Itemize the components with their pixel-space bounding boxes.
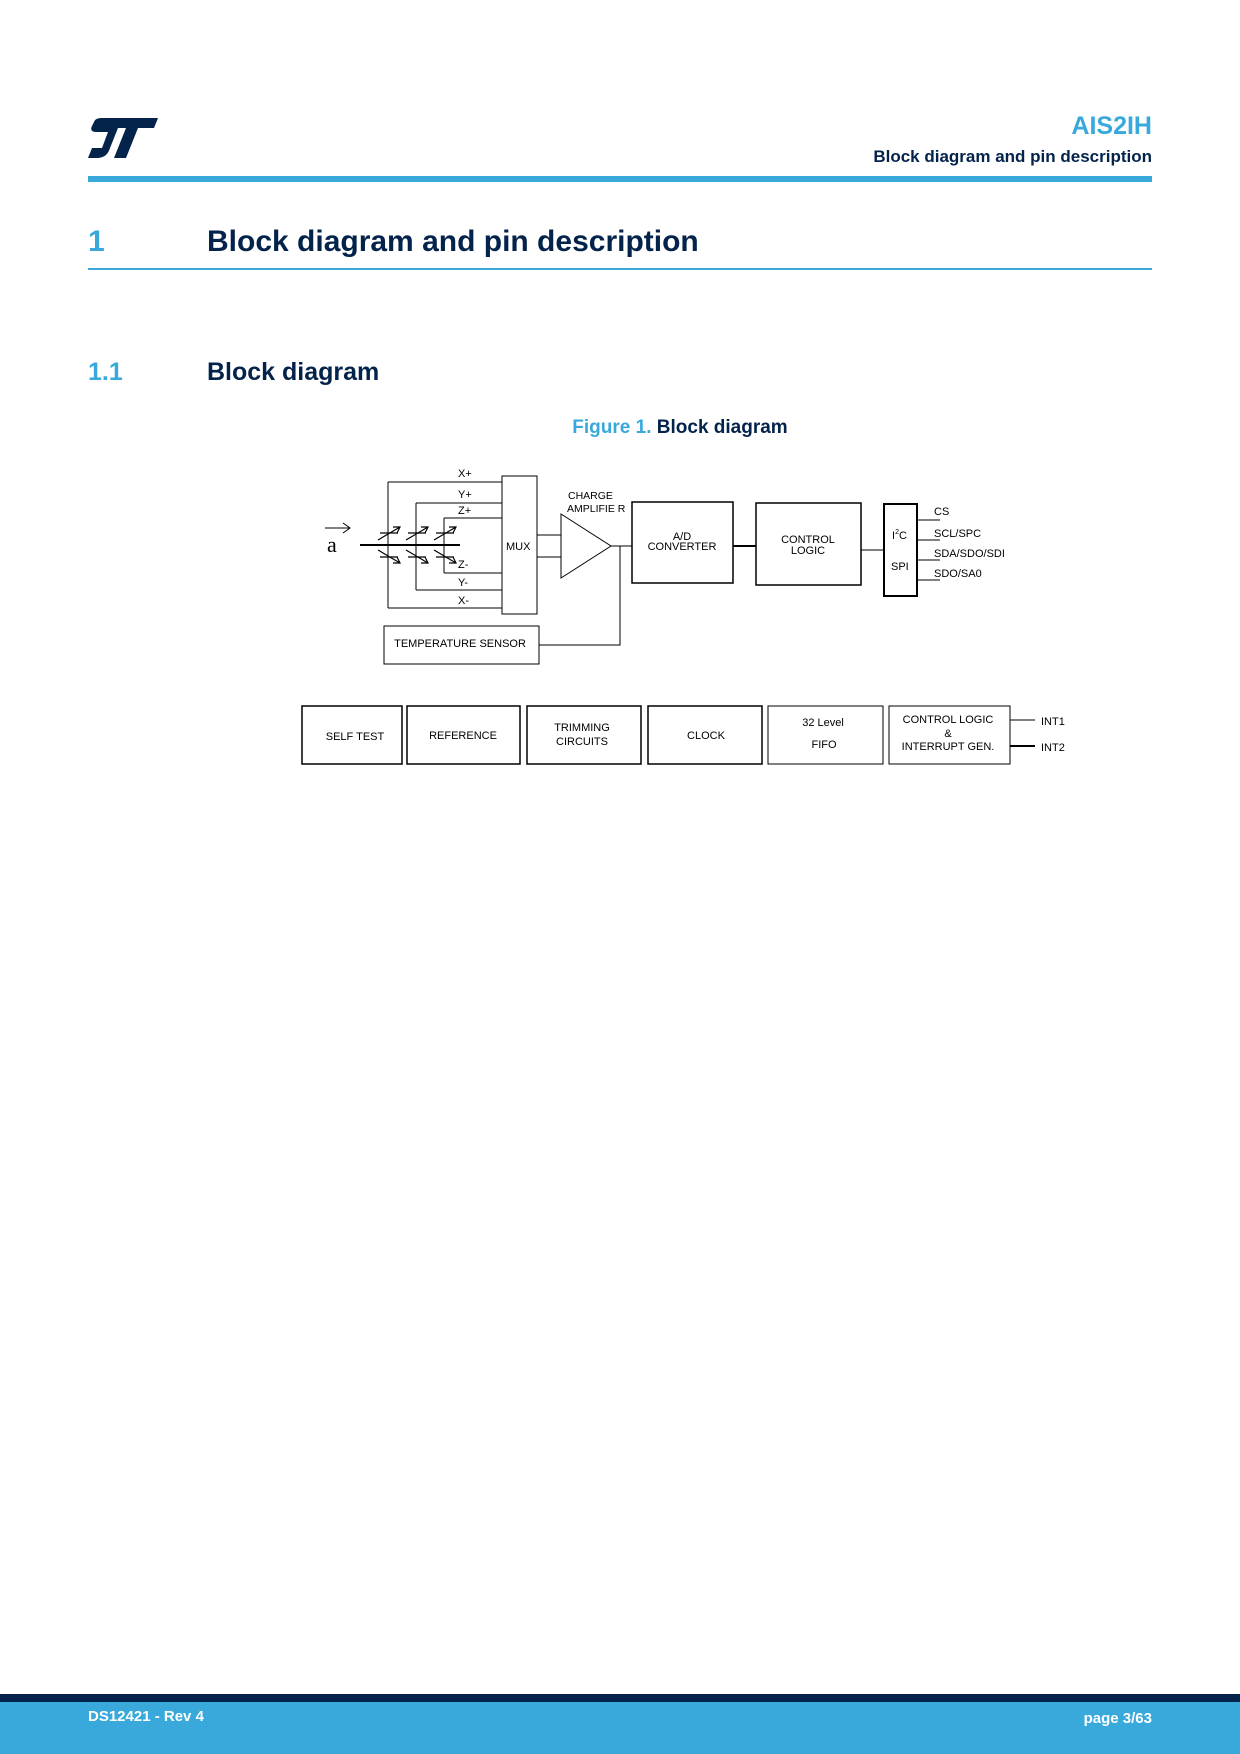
pin-label: CS <box>934 506 949 518</box>
footer-rule <box>0 1694 1240 1702</box>
footer-doc-id: DS12421 - Rev 4 <box>88 1708 204 1725</box>
charge-amp-label: CHARGE <box>568 490 613 502</box>
adc-label: A/D <box>673 531 691 543</box>
trimming-label: CIRCUITS <box>556 736 608 748</box>
footer-bar <box>0 1702 1240 1754</box>
pin-label: SDA/SDO/SDI <box>934 548 1005 560</box>
section-title: Block diagram and pin description <box>207 225 699 258</box>
mux-input-label: X+ <box>458 468 472 480</box>
reference-label: REFERENCE <box>429 730 497 742</box>
mux-input-label: Y+ <box>458 489 472 501</box>
header-rule <box>88 176 1152 182</box>
clock-label: CLOCK <box>687 730 726 742</box>
fifo-label: FIFO <box>811 739 836 751</box>
adc-label: CONVERTER <box>648 541 717 553</box>
st-logo-icon <box>88 118 158 158</box>
ctrl-int-label: & <box>944 728 952 740</box>
temperature-sensor-label: TEMPERATURE SENSOR <box>394 638 526 650</box>
section-number: 1 <box>88 225 105 258</box>
document-subtitle: Block diagram and pin description <box>873 147 1152 166</box>
ctrl-int-label: CONTROL LOGIC <box>903 714 994 726</box>
mux-input-label: X- <box>458 595 469 607</box>
subsection-number: 1.1 <box>88 358 123 386</box>
spi-label: SPI <box>891 561 909 573</box>
pin-label: SCL/SPC <box>934 528 981 540</box>
figure-label: Figure 1. <box>572 417 652 438</box>
control-logic-label: CONTROL <box>781 534 835 546</box>
charge-amp-label: AMPLIFIE R <box>567 503 626 515</box>
interrupt-pin-label: INT1 <box>1041 716 1065 728</box>
interrupt-pin-label: INT2 <box>1041 742 1065 754</box>
subsection-title: Block diagram <box>207 358 380 386</box>
document-title: AIS2IH <box>1071 112 1152 140</box>
mux-label: MUX <box>506 541 531 553</box>
block-diagram: a X+ Y+ Z+ Z- Y- X- MUX CHARGE AMPLIFIE … <box>301 468 1065 765</box>
mux-input-label: Z- <box>458 559 469 571</box>
ctrl-int-label: INTERRUPT GEN. <box>902 741 995 753</box>
mux-input-label: Z+ <box>458 505 471 517</box>
i2c-label: I2C <box>892 529 907 542</box>
control-logic-label: LOGIC <box>791 545 825 557</box>
figure-title: Block diagram <box>656 417 788 438</box>
section-rule <box>88 268 1152 270</box>
self-test-label: SELF TEST <box>326 731 385 743</box>
figure-caption: Figure 1. Block diagram <box>0 417 1240 439</box>
mux-input-label: Y- <box>458 577 468 589</box>
fifo-label: 32 Level <box>802 717 844 729</box>
trimming-label: TRIMMING <box>554 722 610 734</box>
footer-page-number: page 3/63 <box>1083 1710 1152 1727</box>
accel-symbol: a <box>327 532 337 557</box>
pin-label: SDO/SA0 <box>934 568 982 580</box>
